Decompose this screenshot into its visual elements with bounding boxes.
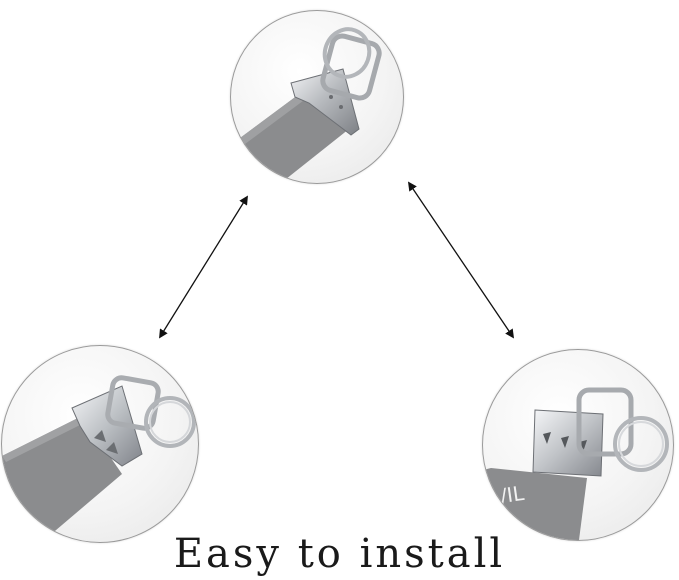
strap-print-graphic: /IL (499, 481, 527, 508)
top-install-step-image (230, 10, 404, 184)
right-double-arrow (407, 181, 515, 339)
left-install-step-image (1, 345, 199, 543)
strap-with-clamp-top-icon (231, 27, 382, 183)
right-install-step-image: /IL (482, 349, 674, 541)
strap-with-clamp-right-icon: /IL (483, 387, 669, 540)
caption-text: Easy to install (173, 531, 506, 577)
strap-with-clamp-left-icon (2, 375, 196, 542)
left-double-arrow (159, 195, 248, 339)
